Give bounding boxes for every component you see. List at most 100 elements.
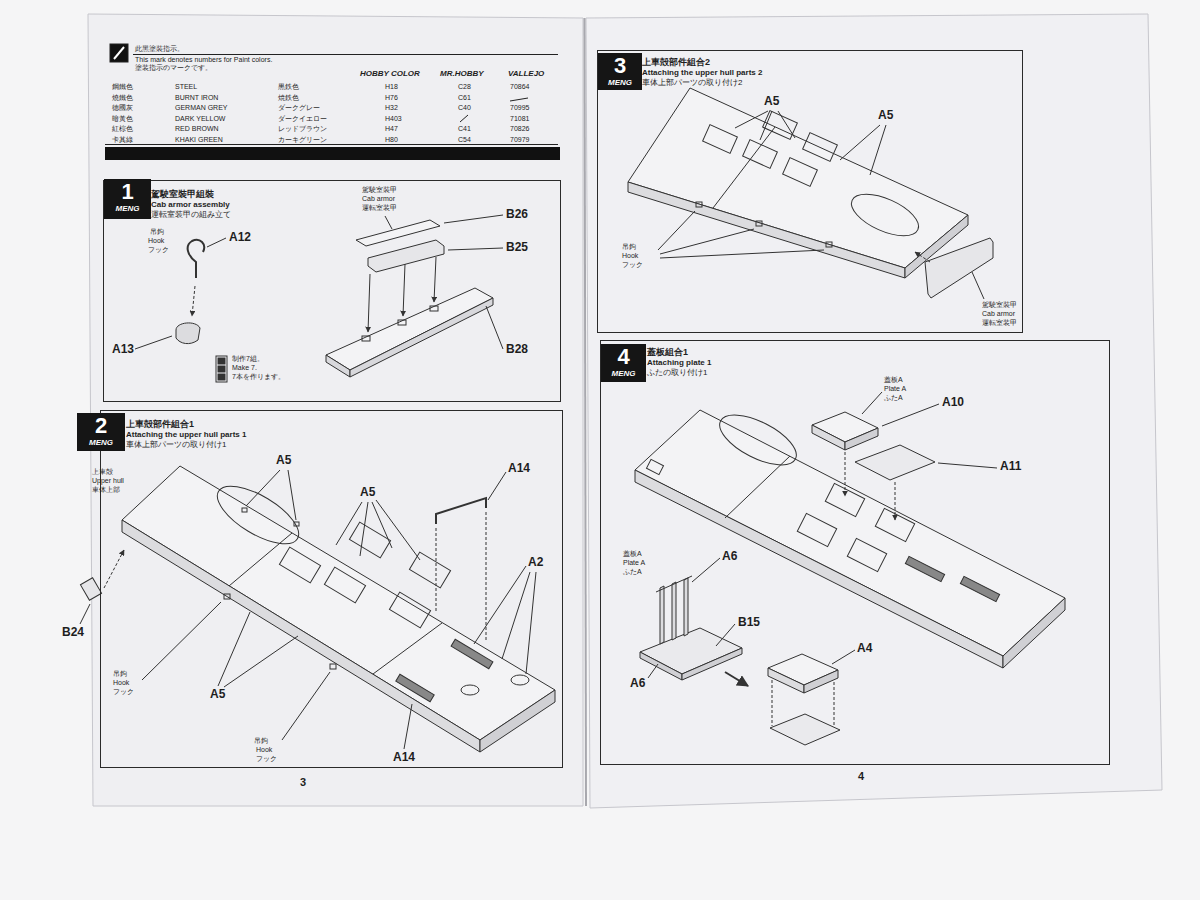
assembly-arrow	[725, 672, 748, 686]
leader-line	[80, 604, 90, 624]
part-note: 7本を作ります。	[232, 373, 285, 381]
step3-drawing	[696, 202, 702, 207]
part-number: A13	[112, 343, 134, 357]
step1-drawing	[135, 215, 503, 382]
table-cell: RED BROWN	[175, 125, 219, 133]
strip-a6	[656, 576, 692, 592]
step2-drawing	[324, 567, 365, 603]
step-title: 上車殻部件組合1	[126, 419, 194, 429]
table-cell: 卡其綠	[112, 136, 133, 144]
step4-drawing	[797, 513, 836, 546]
leader-line	[716, 624, 735, 646]
step2-drawing	[209, 475, 307, 555]
plate-a10	[845, 428, 878, 450]
page-number: 4	[858, 770, 864, 783]
part-number: B26	[506, 208, 528, 222]
step2-drawing	[511, 675, 529, 685]
vent-grille	[905, 556, 944, 581]
leader-line	[778, 111, 795, 138]
part-note: 吊鉤	[254, 737, 268, 745]
leader-line	[870, 125, 886, 175]
handle-part	[436, 498, 486, 524]
step-title: ふたの取り付け1	[647, 368, 707, 377]
hook-part	[188, 240, 205, 278]
part-note: Hook	[148, 237, 164, 245]
part-number: B25	[506, 241, 528, 255]
paint-mark-icon	[114, 47, 124, 59]
step2-drawing	[486, 512, 487, 640]
cover-a4	[834, 682, 835, 726]
table-header: MR.HOBBY	[440, 69, 484, 78]
part-note: フック	[256, 755, 277, 763]
leader-line	[135, 336, 172, 349]
frame-b15	[682, 648, 742, 680]
part-note: 上車殻	[92, 468, 113, 476]
table-cell: 鋼鐵色	[112, 83, 133, 91]
step-title: Attaching the upper hull parts 2	[642, 68, 762, 77]
table-cell: 70826	[510, 125, 529, 133]
step2-drawing	[373, 623, 442, 674]
hook-base-part	[176, 323, 200, 344]
leader-line	[376, 500, 420, 560]
table-cell: C40	[458, 104, 471, 112]
leader-line	[735, 111, 768, 128]
cover-a4	[804, 670, 838, 693]
part-note: Plate A	[623, 559, 645, 567]
step-panel: 2MENG上車殻部件組合1Attaching the upper hull pa…	[100, 410, 563, 768]
step-title: 車体上部パーツの取り付け1	[126, 440, 226, 449]
step-title: 駕駛室裝甲組裝	[151, 189, 214, 199]
part-note: Cab armor	[362, 195, 395, 203]
table-cell: 紅棕色	[112, 125, 133, 133]
part-note: 駕駛室裝甲	[982, 301, 1017, 309]
assembly-arrow	[104, 550, 124, 588]
cab-armor-plate	[326, 288, 493, 370]
part-note: Make 7.	[232, 364, 257, 372]
table-cell: C61	[458, 94, 471, 102]
vent-grille	[451, 639, 493, 669]
strip-a6	[656, 576, 692, 644]
leader-line	[486, 306, 503, 349]
cab-armor-plate	[326, 288, 493, 377]
armor-bar-part	[368, 240, 444, 272]
upper-hull	[122, 520, 480, 752]
paint-table-rules	[133, 54, 558, 55]
table-cell: 焼鉄色	[278, 94, 299, 102]
part-number: B24	[62, 626, 84, 640]
strip-a6	[684, 578, 688, 636]
leader-line	[502, 572, 530, 659]
cab-armor-plate	[362, 336, 370, 341]
vent-grille	[396, 674, 434, 701]
part-note: フック	[622, 261, 643, 269]
step3-drawing	[743, 140, 778, 169]
assembly-arrow	[192, 286, 195, 316]
plate-a10	[812, 425, 845, 450]
step4-drawing	[895, 482, 896, 520]
leader-line	[448, 248, 503, 250]
step2-drawing	[330, 664, 336, 669]
part-note: 車体上部	[92, 486, 120, 494]
leader-line	[832, 650, 855, 664]
step-panel: 4MENG蓋板組合1Attaching plate 1ふたの取り付け1	[600, 340, 1110, 765]
step3-drawing	[628, 88, 993, 299]
table-cell: KHAKI GREEN	[175, 136, 223, 144]
part-number: A10	[942, 396, 964, 410]
table-header: 此黑塗裝指示。	[135, 45, 184, 53]
leader-line	[142, 602, 221, 680]
part-number: A6	[630, 677, 645, 691]
make-count-icon	[218, 374, 225, 380]
vent-grille	[960, 576, 999, 601]
part-number: A14	[508, 462, 530, 476]
table-header: VALLEJO	[508, 69, 544, 78]
leader-line	[972, 272, 984, 299]
table-cell: STEEL	[175, 83, 197, 91]
strip-a6	[660, 586, 664, 644]
page-gutter	[585, 18, 587, 806]
step-title: 車体上部パーツの取り付け2	[642, 78, 742, 87]
table-cell: 暗黃色	[112, 115, 133, 123]
step3-drawing	[703, 125, 738, 154]
step-badge: 1MENG	[104, 179, 151, 219]
strip-a6	[672, 582, 676, 640]
leader-line	[882, 404, 939, 426]
step-number: 3	[598, 53, 642, 78]
cover-a4	[768, 654, 840, 745]
